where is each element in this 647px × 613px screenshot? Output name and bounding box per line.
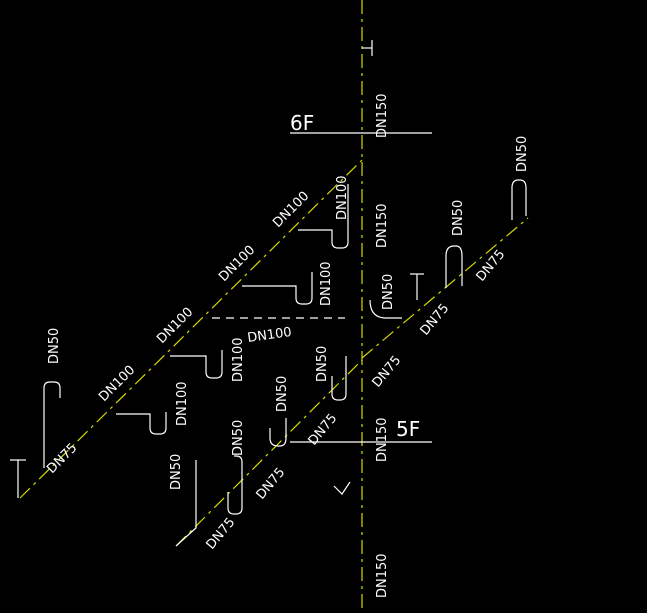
right-run-label: DN75 bbox=[474, 247, 509, 284]
floor-drain-symbol bbox=[10, 459, 26, 498]
drop-label: DN50 bbox=[275, 376, 290, 412]
trap-drop bbox=[116, 412, 167, 435]
riser-label: DN50 bbox=[381, 274, 396, 310]
lower-run-label: DN75 bbox=[204, 515, 239, 552]
left-main-label: DN100 bbox=[270, 189, 312, 231]
riser-label: DN150 bbox=[375, 553, 390, 598]
lower-run-label: DN75 bbox=[306, 411, 341, 448]
trap-drop bbox=[445, 245, 463, 288]
riser-label: DN150 bbox=[375, 203, 390, 248]
fixture-drop bbox=[175, 460, 197, 547]
drop-label: DN50 bbox=[515, 136, 530, 172]
riser-label: DN150 bbox=[375, 417, 390, 462]
left-main-label: DN100 bbox=[216, 243, 258, 285]
floor-label-5f: 5F bbox=[396, 417, 420, 441]
right-run-label: DN75 bbox=[418, 301, 453, 338]
floor-label-6f: 6F bbox=[290, 111, 314, 135]
left-main-label: DN100 bbox=[154, 305, 196, 347]
drop-label: DN50 bbox=[231, 420, 246, 456]
drop-label: DN50 bbox=[315, 346, 330, 382]
trap-drop bbox=[331, 356, 347, 401]
trap-drop bbox=[227, 455, 243, 515]
drop-label: DN100 bbox=[335, 175, 350, 220]
drop-label: DN100 bbox=[175, 381, 190, 426]
drop-label: DN50 bbox=[169, 454, 184, 490]
drop-label: DN100 bbox=[319, 261, 334, 306]
drop-label: DN50 bbox=[47, 328, 62, 364]
lower-run-label: DN75 bbox=[254, 465, 289, 502]
horizontal-label: DN100 bbox=[246, 325, 292, 346]
left-main-label: DN75 bbox=[44, 441, 80, 477]
drop-label: DN100 bbox=[231, 337, 246, 382]
trap-drop bbox=[269, 418, 287, 447]
trap-drop bbox=[170, 350, 223, 379]
lower-run-label: DN75 bbox=[370, 353, 405, 390]
left-main-label: DN100 bbox=[96, 363, 138, 405]
cleanout-symbol bbox=[362, 40, 373, 56]
trap-drop bbox=[242, 272, 313, 305]
lower-branch bbox=[175, 359, 363, 547]
trap-drop bbox=[298, 184, 349, 249]
drop-label: DN50 bbox=[451, 200, 466, 236]
break-mark bbox=[333, 481, 351, 495]
riser-label: DN150 bbox=[375, 93, 390, 138]
trap-drop bbox=[511, 179, 527, 220]
right-branch bbox=[361, 217, 529, 359]
trap-drop bbox=[43, 381, 61, 468]
vent-symbol bbox=[369, 273, 424, 319]
